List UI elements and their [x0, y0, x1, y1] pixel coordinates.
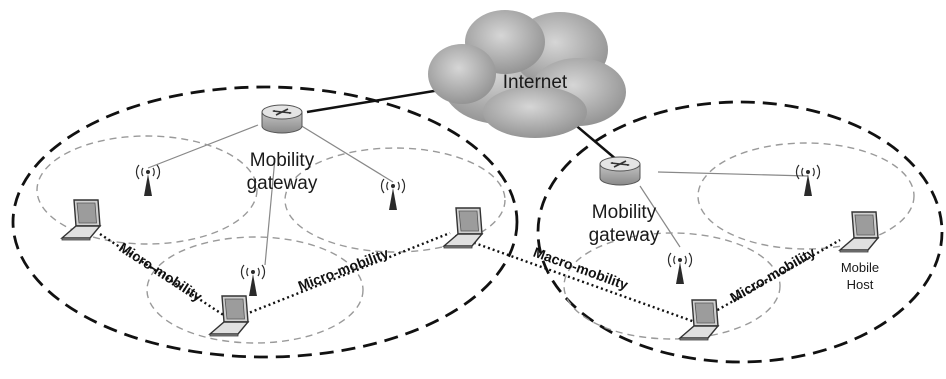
antenna-tower-icon	[795, 164, 821, 197]
right-domain-boundary	[536, 100, 944, 364]
mobile-host-label-line1: Mobile	[841, 260, 879, 275]
internet-label: Internet	[503, 72, 568, 93]
left-gateway-label-line1: Mobility	[250, 150, 315, 171]
coverage-cell	[146, 236, 364, 344]
laptop-icon	[443, 207, 483, 249]
right-gateway-label-line2: gateway	[589, 225, 660, 246]
wireless-links	[99, 231, 841, 324]
left-gateway-router-icon	[261, 104, 303, 134]
antenna-tower-icon	[135, 164, 161, 197]
right-gateway-label-line1: Mobility	[592, 202, 657, 223]
coverage-cell	[697, 142, 915, 250]
coverage-cells	[36, 135, 915, 344]
micro-mobility-label: Micro-mobility	[116, 239, 205, 305]
left-gateway-label-line2: gateway	[247, 173, 318, 194]
antenna-tower-icon	[240, 264, 266, 297]
internet-cloud: Internet	[428, 10, 626, 138]
mobile-host-label-line2: Host	[847, 277, 874, 292]
micro-mobility-label: Micro-mobility	[296, 245, 391, 294]
right-gateway-router-icon	[599, 156, 641, 186]
laptop-icon	[61, 199, 101, 241]
laptop-icon	[679, 299, 719, 341]
coverage-cell	[36, 135, 258, 245]
antenna-tower-icon	[380, 178, 406, 211]
laptop-icon	[209, 295, 249, 337]
antenna-tower-icon	[667, 252, 693, 285]
coverage-cell	[284, 147, 506, 253]
mobile-host-laptop-icon	[839, 211, 879, 253]
micro-mobility-label: Micro-mobility	[727, 244, 818, 306]
left-domain-boundary	[11, 85, 519, 359]
coverage-cell	[563, 232, 781, 340]
